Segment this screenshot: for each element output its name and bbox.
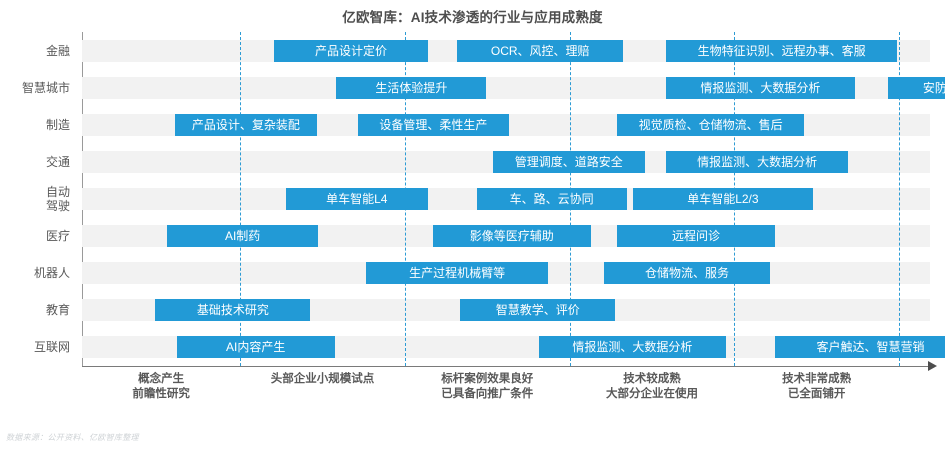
y-axis-label-金融: 金融 [0, 44, 70, 58]
gridline-5 [899, 32, 900, 366]
x-axis-stage-label-1: 概念产生前瞻性研究 [71, 372, 251, 402]
y-label-line: 制造 [45, 117, 70, 132]
x-axis-stage-label-3: 标杆案例效果良好已具备向推广条件 [397, 372, 577, 402]
x-label-line: 标杆案例效果良好 [441, 373, 534, 385]
bar-智慧城市-1[interactable]: 生活体验提升 [336, 76, 487, 99]
y-axis-label-教育: 教育 [0, 303, 70, 317]
chart-title: 亿欧智库：AI技术渗透的行业与应用成熟度 [342, 10, 603, 25]
y-axis-label-医疗: 医疗 [0, 229, 70, 243]
y-axis-label-自动驾驶: 自动驾驶 [0, 185, 70, 213]
bar-智慧城市-2[interactable]: 情报监测、大数据分析 [665, 76, 855, 99]
x-label-line: 大部分企业在使用 [605, 388, 698, 400]
bar-制造-3[interactable]: 视觉质检、仓储物流、售后 [616, 113, 805, 136]
x-label-line: 已具备向推广条件 [441, 388, 534, 400]
bar-教育-2[interactable]: 智慧教学、评价 [460, 299, 616, 322]
bar-智慧城市-3[interactable]: 安防 [887, 76, 945, 99]
x-axis-stage-label-4: 技术较成熟大部分企业在使用 [562, 372, 742, 402]
bar-自动驾驶-1[interactable]: 单车智能L4 [285, 188, 428, 210]
bar-教育-1[interactable]: 基础技术研究 [155, 299, 311, 322]
y-label-line: 教育 [45, 303, 70, 318]
y-label-line: 驾驶 [45, 199, 70, 213]
bar-互联网-2[interactable]: 情报监测、大数据分析 [538, 336, 727, 359]
bar-制造-1[interactable]: 产品设计、复杂装配 [174, 113, 317, 136]
gridline-1 [240, 32, 242, 366]
y-label-line: 医疗 [45, 229, 70, 244]
bar-金融-1[interactable]: 产品设计定价 [274, 39, 428, 62]
bar-医疗-3[interactable]: 远程问诊 [616, 225, 776, 248]
y-axis-label-交通: 交通 [0, 155, 70, 169]
y-label-line: 自动 [45, 185, 70, 199]
bar-互联网-1[interactable]: AI内容产生 [176, 336, 335, 359]
y-axis-label-智慧城市: 智慧城市 [0, 81, 70, 95]
x-axis-line [82, 366, 930, 367]
y-label-line: 智慧城市 [21, 80, 70, 95]
y-axis-label-机器人: 机器人 [0, 266, 70, 280]
y-axis-category-labels: 金融智慧城市制造交通自动驾驶医疗机器人教育互联网 [0, 32, 78, 366]
bar-互联网-3[interactable]: 客户触达、智慧营销 [775, 336, 945, 359]
x-label-line: 概念产生 [138, 373, 185, 385]
x-label-line: 技术较成熟 [623, 373, 681, 385]
bar-金融-3[interactable]: 生物特征识别、远程办事、客服 [665, 39, 898, 62]
x-axis-stage-label-5: 技术非常成熟已全面铺开 [727, 372, 907, 402]
x-axis-stage-labels: 概念产生前瞻性研究头部企业小规模试点标杆案例效果良好已具备向推广条件技术较成熟大… [82, 372, 930, 418]
x-axis-arrow-icon [928, 361, 937, 371]
x-label-line: 前瞻性研究 [132, 388, 190, 400]
y-label-line: 金融 [45, 43, 70, 58]
bar-制造-2[interactable]: 设备管理、柔性生产 [357, 113, 510, 136]
x-label-line: 头部企业小规模试点 [270, 373, 375, 385]
bar-机器人-1[interactable]: 生产过程机械臂等 [365, 262, 549, 285]
bar-医疗-1[interactable]: AI制药 [166, 225, 319, 248]
source-footnote: 数据来源：公开资料、亿欧智库整理 [6, 433, 139, 442]
y-label-line: 交通 [45, 154, 70, 169]
bar-自动驾驶-2[interactable]: 车、路、云协同 [476, 188, 627, 210]
bar-机器人-2[interactable]: 仓储物流、服务 [603, 262, 771, 285]
y-label-line: 机器人 [33, 266, 70, 281]
y-axis-label-互联网: 互联网 [0, 340, 70, 354]
bar-自动驾驶-3[interactable]: 单车智能L2/3 [633, 188, 813, 210]
bar-金融-2[interactable]: OCR、风控、理赔 [457, 39, 624, 62]
x-label-line: 已全面铺开 [787, 388, 846, 400]
bar-医疗-2[interactable]: 影像等医疗辅助 [432, 225, 591, 248]
y-label-line: 互联网 [33, 340, 70, 355]
y-axis-label-制造: 制造 [0, 118, 70, 132]
x-axis-stage-label-2: 头部企业小规模试点 [233, 372, 413, 387]
bar-交通-2[interactable]: 情报监测、大数据分析 [665, 150, 849, 173]
x-label-line: 技术非常成熟 [782, 373, 852, 385]
bar-交通-1[interactable]: 管理调度、道路安全 [492, 150, 645, 173]
